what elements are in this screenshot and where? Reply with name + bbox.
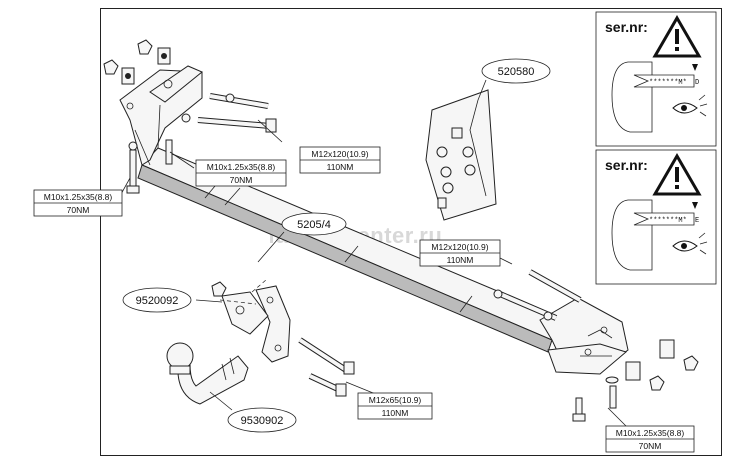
torque-spec: M12x120(10.9) xyxy=(311,149,368,159)
part-number: 9530902 xyxy=(241,415,284,427)
serial-stamp: *******M* xyxy=(649,217,687,225)
torque-label-4: M12x120(10.9) 110NM xyxy=(419,239,501,267)
torque-value: 70NM xyxy=(639,441,662,451)
eye-icon xyxy=(672,94,708,117)
torque-label-2: M10x1.25x35(8.8) 70NM xyxy=(195,159,287,187)
warning-icon xyxy=(652,153,702,196)
left-nuts xyxy=(103,39,171,85)
torque-spec: M12x120(10.9) xyxy=(431,242,488,252)
part-number: 9520092 xyxy=(136,295,179,307)
warning-icon xyxy=(652,15,702,58)
torque-label-1: M10x1.25x35(8.8) 70NM xyxy=(33,189,123,217)
torque-value: 110NM xyxy=(327,162,354,172)
torque-value: 110NM xyxy=(382,408,409,418)
hardware-kit-bag xyxy=(425,89,497,221)
bolt-m10-left xyxy=(126,139,173,194)
serial-panel-2: ser.nr: *******M* E xyxy=(595,149,717,285)
serial-panel-1: ser.nr: *******M* D xyxy=(595,11,717,147)
serial-heading: ser.nr: xyxy=(605,157,648,173)
drawing-frame xyxy=(100,8,722,456)
tow-ball xyxy=(166,342,249,405)
part-number: 520580 xyxy=(498,66,535,78)
right-nuts xyxy=(572,339,699,422)
callout-ball: 9530902 xyxy=(227,407,297,433)
serial-heading: ser.nr: xyxy=(605,19,648,35)
torque-label-5: M12x65(10.9) 110NM xyxy=(357,392,433,420)
torque-label-6: M10x1.25x35(8.8) 70NM xyxy=(605,425,695,453)
cross-bar xyxy=(119,65,629,375)
torque-value: 70NM xyxy=(67,205,90,215)
torque-spec: M10x1.25x35(8.8) xyxy=(44,192,113,202)
torque-label-3: M12x120(10.9) 110NM xyxy=(299,146,381,174)
torque-spec: M12x65(10.9) xyxy=(369,395,422,405)
serial-letter: D xyxy=(695,79,699,87)
serial-letter: E xyxy=(695,217,699,225)
torque-value: 110NM xyxy=(447,255,474,265)
callout-kit: 520580 xyxy=(481,58,551,84)
tow-bracket xyxy=(211,279,291,363)
bolt-m12x120-right xyxy=(493,269,582,321)
torque-spec: M10x1.25x35(8.8) xyxy=(616,428,685,438)
torque-value: 70NM xyxy=(230,175,253,185)
callout-main-bar: 5205/4 xyxy=(281,212,347,236)
torque-spec: M10x1.25x35(8.8) xyxy=(207,162,276,172)
serial-stamp: *******M* xyxy=(649,79,687,87)
bolt-m12x65 xyxy=(298,337,355,397)
eye-icon xyxy=(672,232,708,255)
part-number: 5205/4 xyxy=(297,219,331,231)
callout-bracket: 9520092 xyxy=(122,287,192,313)
